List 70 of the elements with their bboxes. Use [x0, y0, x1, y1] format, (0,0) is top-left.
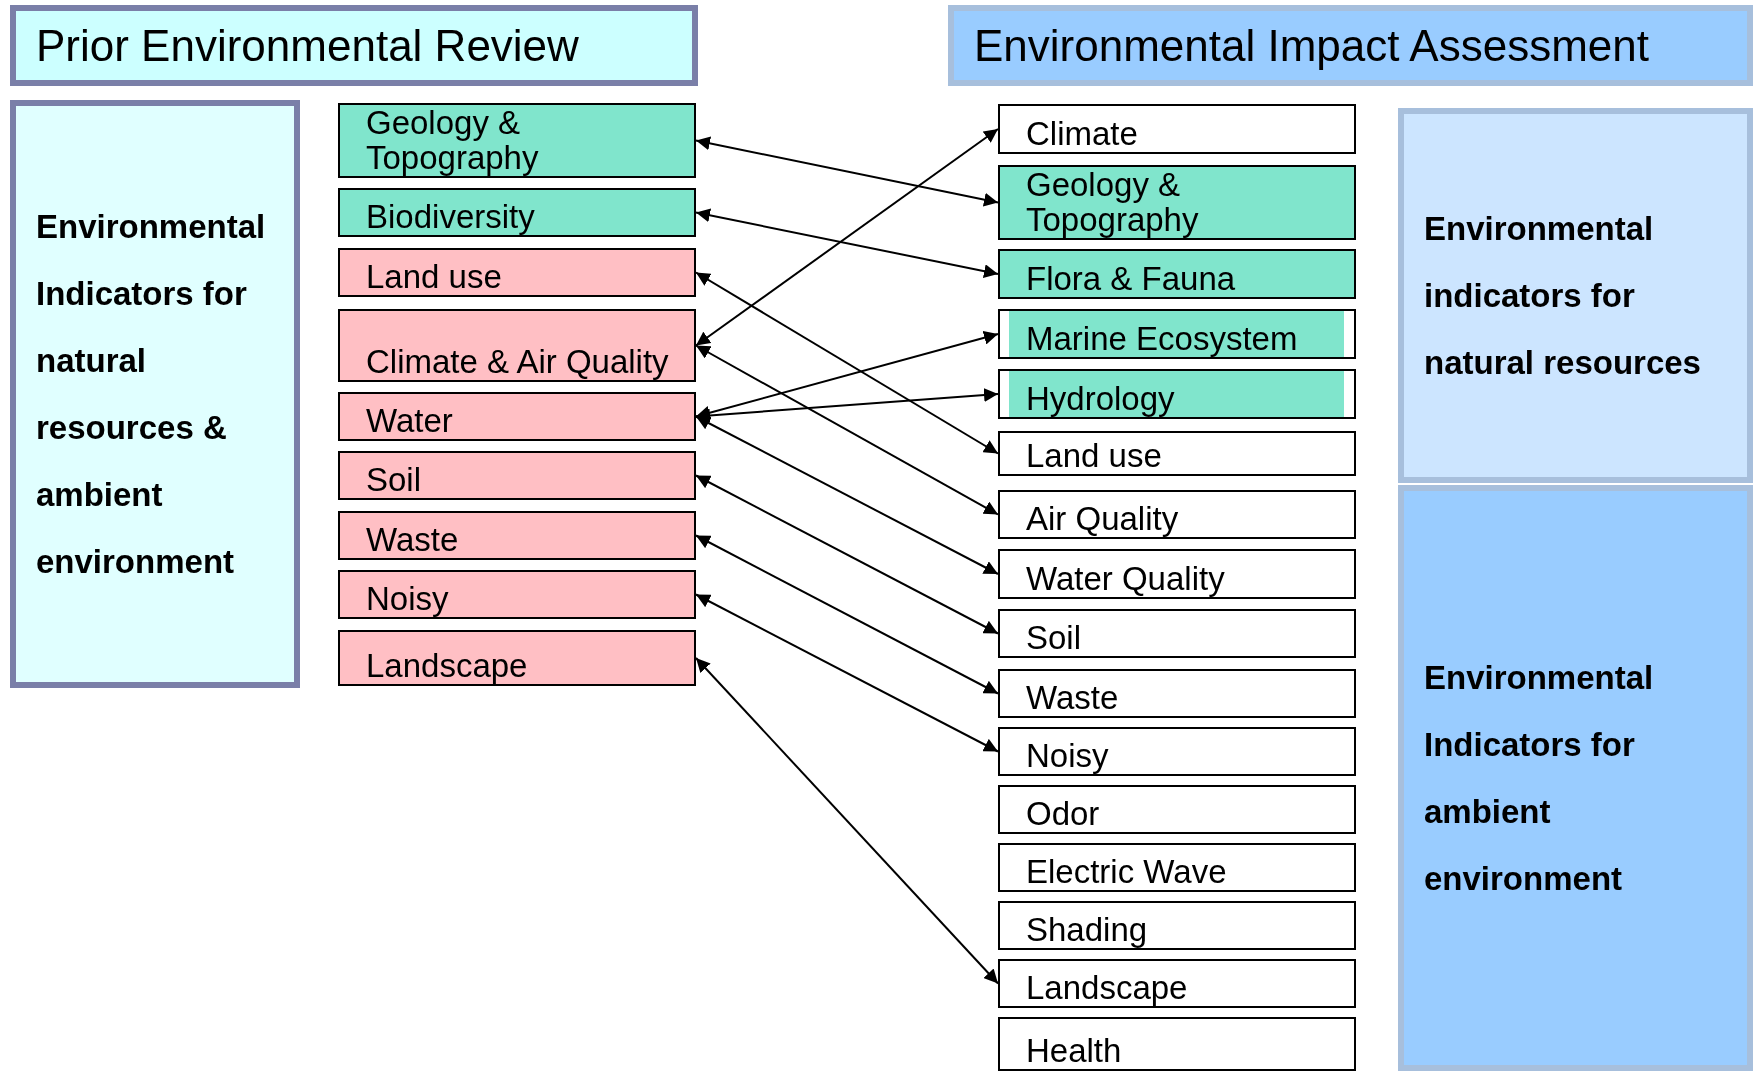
indicator-label: Odor — [1026, 796, 1101, 832]
indicator-label: Hydrology — [1026, 381, 1176, 417]
indicator-label: Biodiversity — [366, 199, 536, 235]
indicator-label: Health — [1026, 1033, 1123, 1069]
indicator-label: Soil — [366, 462, 423, 498]
double-arrow — [695, 415, 999, 575]
category-panel — [1398, 485, 1753, 1071]
indicator-label: Landscape — [366, 648, 529, 684]
indicator-box — [998, 959, 1356, 1008]
title-text: Environmental Impact Assessment — [974, 21, 1650, 70]
indicator-box — [998, 1017, 1356, 1071]
indicator-label: Landscape — [1026, 970, 1189, 1006]
indicator-box — [998, 431, 1356, 476]
indicator-label: Waste — [366, 522, 460, 558]
double-arrow — [695, 474, 999, 635]
indicator-box — [998, 309, 1356, 359]
double-arrow — [695, 271, 999, 455]
title-box — [948, 5, 1753, 86]
indicator-box — [338, 188, 696, 237]
indicator-box — [338, 451, 696, 500]
indicator-label: Waste — [1026, 680, 1120, 716]
category-panel — [1398, 108, 1753, 483]
panel-text: Environmental Indicators for ambient environment — [1424, 658, 1655, 899]
indicator-box — [338, 248, 696, 297]
double-arrow — [695, 136, 999, 207]
indicator-label: Air Quality — [1026, 501, 1180, 537]
double-arrow — [695, 128, 999, 347]
indicator-box — [338, 309, 696, 382]
indicator-box — [338, 570, 696, 619]
double-arrow — [695, 534, 999, 695]
indicator-label: Soil — [1026, 620, 1083, 656]
title-text: Prior Environmental Review — [36, 21, 580, 70]
indicator-box — [998, 843, 1356, 892]
indicator-label: Noisy — [1026, 738, 1110, 774]
indicator-label: Water Quality — [1026, 561, 1226, 597]
indicator-box — [998, 249, 1356, 299]
indicator-label: Land use — [1026, 438, 1163, 474]
double-arrow — [695, 593, 999, 753]
indicator-box — [998, 369, 1356, 419]
panel-text: Environmental Indicators for natural resources & ambient environment — [36, 207, 267, 582]
indicator-box — [998, 785, 1356, 834]
indicator-box — [998, 901, 1356, 950]
indicator-box — [998, 727, 1356, 776]
panel-text: Environmental indicators for natural resources — [1424, 209, 1702, 383]
indicator-box — [998, 104, 1356, 154]
indicator-label: Electric Wave — [1026, 854, 1228, 890]
indicator-box — [338, 392, 696, 441]
indicator-label: Flora & Fauna — [1026, 261, 1237, 297]
indicator-box — [998, 669, 1356, 718]
indicator-label: Climate & Air Quality — [366, 344, 670, 380]
indicator-box — [338, 511, 696, 560]
indicator-label: Geology & Topography — [1026, 166, 1200, 238]
indicator-box — [998, 549, 1356, 599]
title-box — [10, 5, 698, 86]
indicator-label: Geology & Topography — [366, 104, 540, 176]
double-arrow — [695, 208, 999, 279]
indicator-box — [338, 630, 696, 686]
category-panel — [10, 100, 300, 688]
double-arrow — [695, 344, 999, 516]
indicator-box — [338, 103, 696, 178]
double-arrow — [695, 657, 999, 985]
indicator-label: Water — [366, 403, 454, 439]
indicator-label: Marine Ecosystem — [1026, 321, 1299, 357]
indicator-label: Shading — [1026, 912, 1149, 948]
indicator-box — [998, 490, 1356, 539]
indicator-label: Noisy — [366, 581, 450, 617]
indicator-box — [998, 165, 1356, 240]
indicator-label: Climate — [1026, 116, 1139, 152]
indicator-box — [998, 609, 1356, 658]
indicator-label: Land use — [366, 259, 503, 295]
